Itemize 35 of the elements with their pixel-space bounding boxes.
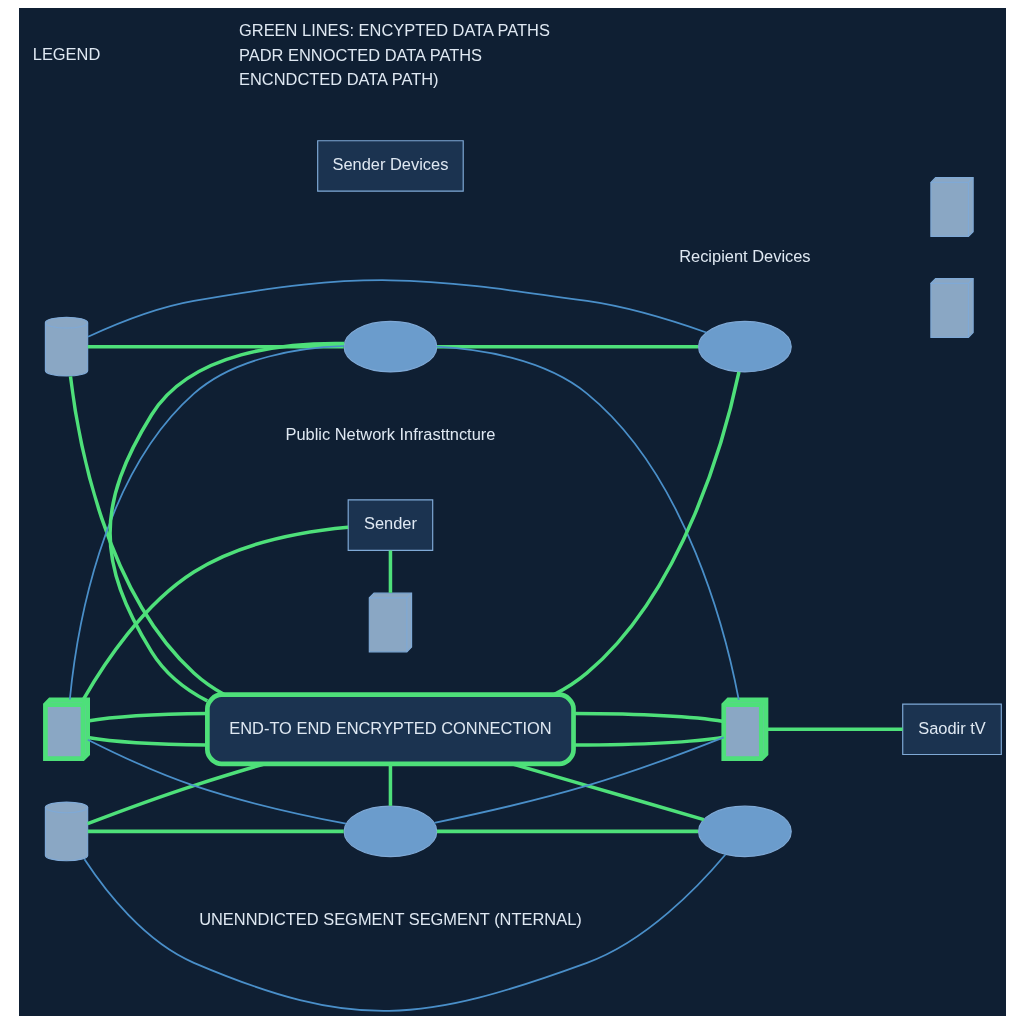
node-box: END-TO END ENCRYPTED CONNECTION (204, 692, 576, 767)
connector (68, 345, 345, 701)
connector (436, 344, 698, 349)
connector (83, 853, 726, 1012)
node-box: Sender (347, 499, 433, 551)
connector (87, 344, 344, 349)
node-cloud (697, 805, 792, 858)
connector (765, 727, 903, 732)
node-cloud (343, 320, 437, 373)
connector (86, 738, 347, 825)
node-box: Sender Devices (316, 140, 464, 192)
connector (432, 736, 725, 824)
label: Recipient Devices (678, 246, 811, 265)
connector (573, 735, 724, 747)
node-cloud (343, 805, 437, 858)
node-label: Public Network Infrasttncture (284, 425, 495, 444)
connector (107, 341, 344, 703)
connector (87, 735, 207, 747)
connector (86, 279, 707, 338)
node-label: UNENNDICTED SEGMENT SEGMENT (NTERNAL) (198, 909, 582, 928)
legend-label: PADR ENNOCTED DATA PATHS (238, 45, 482, 64)
node-cloud (697, 320, 792, 373)
connector (87, 711, 207, 723)
connector (573, 711, 724, 724)
connector (436, 829, 698, 834)
connector (81, 525, 348, 701)
connector (388, 550, 392, 593)
connector (87, 829, 344, 834)
legend-label: ENCNDCTED DATA PATH) (238, 70, 439, 89)
node-box: Saodir tV (901, 703, 1002, 756)
label: LEGEND (32, 44, 100, 63)
connector (68, 376, 225, 696)
connector (388, 764, 392, 806)
legend-label: GREEN LINES: ENCYPTED DATA PATHS (238, 20, 550, 39)
connector (435, 345, 740, 701)
